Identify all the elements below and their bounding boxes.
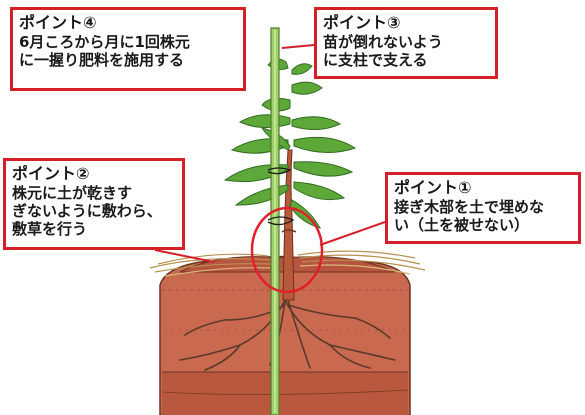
- graft-highlight-circle: [250, 206, 324, 294]
- roots: [179, 299, 396, 371]
- callout-point2-line3: 敷草を行う: [12, 220, 88, 239]
- callout-point4-line2: に一握り肥料を施用する: [19, 50, 185, 69]
- graft-union: [281, 229, 297, 233]
- callout-point1-line2: い（土を被せない）: [394, 215, 530, 234]
- callout-point2: ポイント② 株元に土が乾きす ぎないように敷わら、 敷草を行う: [3, 158, 185, 250]
- stake: [270, 27, 280, 415]
- callout-point4: ポイント④ 6月ころから月に1回株元 に一握り肥料を施用する: [10, 7, 246, 91]
- callout-point1-line1: 接ぎ木部を土で埋めな: [394, 197, 545, 216]
- callout-point2-line1: 株元に土が乾きす: [12, 183, 133, 202]
- tie-string: [267, 167, 295, 226]
- callout-point2-line2: ぎないように敷わら、: [12, 201, 162, 220]
- callout-point3-body: 苗が倒れないよう に支柱で支える: [323, 33, 489, 70]
- callout-point1: ポイント① 接ぎ木部を土で埋めな い（土を被せない）: [385, 172, 581, 244]
- callout-point2-title: ポイント②: [12, 164, 90, 183]
- callout-point3: ポイント③ 苗が倒れないよう に支柱で支える: [314, 7, 498, 79]
- callout-point1-body: 接ぎ木部を土で埋めな い（土を被せない）: [394, 198, 572, 235]
- mulch-straw: [149, 250, 426, 277]
- callout-point3-line2: に支柱で支える: [323, 50, 428, 69]
- callout-leaders: [154, 44, 386, 263]
- callout-point4-title: ポイント④: [19, 13, 97, 32]
- callout-point3-line1: 苗が倒れないよう: [323, 32, 443, 51]
- callout-point2-body: 株元に土が乾きす ぎないように敷わら、 敷草を行う: [12, 184, 176, 239]
- soil-mound: [159, 255, 411, 415]
- callout-point4-body: 6月ころから月に1回株元 に一握り肥料を施用する: [19, 33, 237, 70]
- callout-point3-title: ポイント③: [323, 13, 401, 32]
- callout-point4-line1: 6月ころから月に1回株元: [19, 32, 190, 51]
- callout-point1-title: ポイント①: [394, 178, 472, 197]
